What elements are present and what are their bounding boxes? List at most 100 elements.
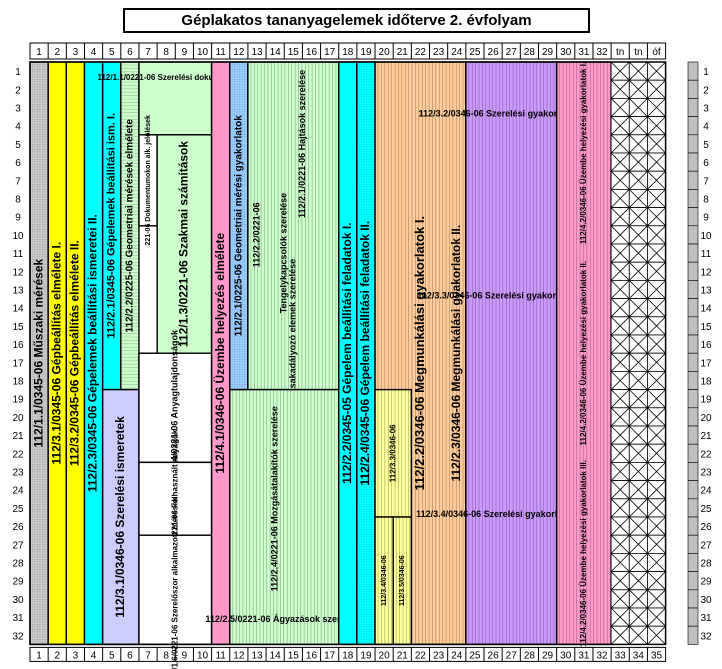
gepbeall1-label: 112/3.1/0345-06 Gépbeállítás elmélete I. xyxy=(49,242,63,465)
column-header: 6 xyxy=(127,47,133,58)
szerelesi-dok-block xyxy=(138,61,213,136)
x-box xyxy=(647,188,667,208)
x-box xyxy=(610,98,630,118)
column-footer: 33 xyxy=(615,650,627,661)
x-box xyxy=(628,571,648,591)
x-box xyxy=(610,534,630,554)
column-header: 27 xyxy=(506,47,518,58)
x-box xyxy=(610,571,630,591)
column-header: 21 xyxy=(397,47,409,58)
x-box xyxy=(647,425,667,445)
szerelesi3-label: 112/3.4/0346-06 Szerelési gyakorlatok II… xyxy=(416,509,588,519)
row-number: 13 xyxy=(12,286,24,297)
row-number-right: 16 xyxy=(700,340,712,351)
x-box xyxy=(628,316,648,336)
x-box xyxy=(628,352,648,372)
row-number: 15 xyxy=(12,322,24,333)
x-box xyxy=(610,443,630,463)
x-box xyxy=(610,225,630,245)
mozgatalak-label: 112/2.4/0221-06 Mozgásátalakítók szerelé… xyxy=(270,406,280,591)
gepelem-bf2-label: 112/2.4/0345-06 Gépelem beállítási felad… xyxy=(358,221,372,486)
x-box xyxy=(610,516,630,536)
megmunk2-label: 112/2.3/0346-06 Megmunkálási gyakorlatok… xyxy=(449,225,463,482)
x-box xyxy=(628,261,648,281)
row-number: 1 xyxy=(15,67,21,78)
row-number: 11 xyxy=(13,249,24,260)
column-footer: 17 xyxy=(324,650,336,661)
row-number: 29 xyxy=(12,577,24,588)
x-box xyxy=(610,480,630,500)
column-header: 31 xyxy=(578,47,590,58)
x-box xyxy=(647,443,667,463)
x-box xyxy=(610,61,630,81)
row-number: 7 xyxy=(15,176,21,187)
felhasznalt-label: 112/1.5/0221-06 Felhasznált anyagok xyxy=(170,429,179,568)
sub-346b-label: 112/3.4/0346-06 xyxy=(381,555,388,606)
row-number: 32 xyxy=(12,631,24,642)
column-header: 13 xyxy=(251,47,263,58)
x-box xyxy=(628,389,648,409)
x-box xyxy=(610,553,630,573)
column-footer: 20 xyxy=(379,650,391,661)
row-number: 30 xyxy=(12,595,24,606)
column-footer: 8 xyxy=(163,650,169,661)
x-box xyxy=(647,152,667,172)
x-box xyxy=(647,589,667,609)
column-header: 25 xyxy=(469,47,481,58)
x-box xyxy=(647,480,667,500)
x-box xyxy=(647,243,667,263)
column-footer: 3 xyxy=(73,650,79,661)
x-box xyxy=(647,461,667,481)
x-box xyxy=(628,279,648,299)
row-number-right: 23 xyxy=(700,468,712,479)
column-footer: 22 xyxy=(415,650,427,661)
row-number-right: 26 xyxy=(700,522,712,533)
uzembe-block xyxy=(555,61,612,646)
row-number-right: 7 xyxy=(703,176,709,187)
column-header: 18 xyxy=(342,47,354,58)
x-box xyxy=(610,625,630,645)
row-number-right: 20 xyxy=(700,413,712,424)
column-header: 24 xyxy=(451,47,463,58)
x-box xyxy=(610,589,630,609)
row-number-right: 10 xyxy=(700,231,712,242)
column-header: 5 xyxy=(109,47,115,58)
x-box xyxy=(628,461,648,481)
x-box xyxy=(628,152,648,172)
column-header: 14 xyxy=(270,47,282,58)
x-box xyxy=(628,534,648,554)
row-number-right: 25 xyxy=(700,504,712,515)
row-number: 21 xyxy=(12,431,24,442)
row-number-right: 11 xyxy=(701,249,712,260)
x-box xyxy=(628,207,648,227)
page-title: Géplakatos tananyagelemek időterve 2. év… xyxy=(123,8,590,33)
column-header: 30 xyxy=(560,47,572,58)
x-box xyxy=(610,407,630,427)
x-box xyxy=(610,352,630,372)
column-footer: 28 xyxy=(524,650,536,661)
x-box xyxy=(647,370,667,390)
x-box xyxy=(610,188,630,208)
x-box xyxy=(647,516,667,536)
uzembe1-label: 112/4.2/0346-06 Üzembe helyezési gyakorl… xyxy=(579,62,588,244)
row-number-right: 30 xyxy=(700,595,712,606)
x-box xyxy=(610,116,630,136)
column-header: 2 xyxy=(54,47,60,58)
column-header: 4 xyxy=(91,47,97,58)
x-box xyxy=(628,480,648,500)
x-box xyxy=(610,498,630,518)
x-box xyxy=(628,98,648,118)
x-box xyxy=(628,498,648,518)
column-footer: 34 xyxy=(633,650,645,661)
column-header: 26 xyxy=(488,47,500,58)
uzembe2-label: 112/4.2/0346-06 Üzembe helyezési gyakorl… xyxy=(579,261,588,446)
row-number-right: 27 xyxy=(700,540,712,551)
row-number: 16 xyxy=(12,340,24,351)
x-box xyxy=(647,571,667,591)
column-header: 8 xyxy=(163,47,169,58)
row-number-right: 1 xyxy=(703,67,709,78)
x-box xyxy=(628,170,648,190)
g0221-a-label: 112/2.2/0221-06 xyxy=(251,202,261,267)
gepelemek2-label: 112/2.3/0345-06 Gépelemek beállítási ism… xyxy=(86,214,100,492)
